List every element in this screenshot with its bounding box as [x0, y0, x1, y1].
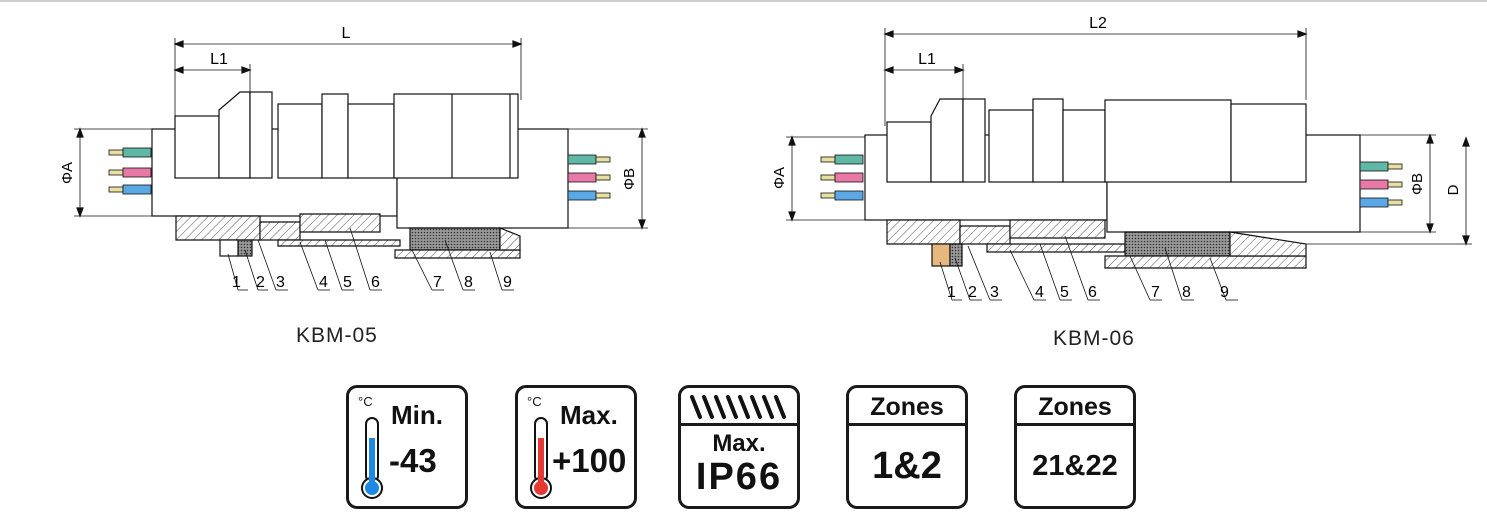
- kbm06-part-1: 1: [947, 284, 956, 301]
- kbm05-part-6: 6: [371, 274, 380, 291]
- thermometer-cold-icon: [361, 417, 383, 499]
- zones-1-2-label: Zones: [870, 393, 944, 421]
- kbm05-dim-dia-a: ΦA: [59, 162, 76, 184]
- kbm05-dim-dia-b: ΦB: [621, 168, 638, 190]
- kbm06-part-4: 4: [1035, 284, 1044, 301]
- zones-21-22-label: Zones: [1038, 393, 1112, 421]
- technical-drawing: L L1 ΦA ΦB 1 2 3 4 5 6 7 8 9: [59, 15, 1472, 301]
- kbm05-part-3: 3: [276, 274, 285, 291]
- zones-21-22-badge: Zones 21&22: [1014, 385, 1136, 509]
- kbm05-part-8: 8: [464, 274, 473, 291]
- kbm06-dim-l1: L1: [918, 51, 936, 68]
- kbm06-model-label: KBM-06: [1053, 327, 1135, 350]
- kbm05-wires-left: [108, 147, 152, 195]
- kbm06-dim-d: D: [1445, 184, 1462, 195]
- zones-1-2-badge: Zones 1&2: [846, 385, 968, 509]
- kbm05-drawing: [74, 38, 648, 291]
- kbm05-part-2: 2: [256, 274, 265, 291]
- zones-21-22-header: Zones: [1017, 388, 1133, 426]
- kbm05-dim-l: L: [342, 25, 351, 42]
- kbm06-part-9: 9: [1220, 284, 1229, 301]
- kbm05-part-numbers: 1 2 3 4 5 6 7 8 9: [232, 274, 512, 291]
- ip-rating-badge: Max. IP66: [678, 385, 800, 509]
- min-temp-unit: °C: [358, 394, 373, 409]
- kbm05-dim-l1: L1: [210, 51, 228, 68]
- kbm05-part-9: 9: [503, 274, 512, 291]
- ip-label: Max.: [712, 430, 766, 457]
- kbm05-wires-right: [567, 154, 611, 201]
- kbm05-part-1: 1: [232, 274, 241, 291]
- kbm05-part-4: 4: [319, 274, 328, 291]
- thermometer-hot-icon: [530, 417, 552, 499]
- max-temp-unit: °C: [527, 394, 542, 409]
- kbm06-drawing: [786, 28, 1472, 301]
- kbm06-part-6: 6: [1088, 284, 1097, 301]
- kbm06-part-7: 7: [1151, 284, 1160, 301]
- max-temp-badge: °C Max. +100: [515, 385, 637, 509]
- max-temp-label: Max.: [560, 400, 618, 430]
- min-temp-badge: °C Min. -43: [346, 385, 468, 509]
- kbm05-part-7: 7: [433, 274, 442, 291]
- kbm06-dim-dia-a: ΦA: [771, 167, 788, 189]
- min-temp-label: Min.: [391, 400, 443, 430]
- max-temp-value: +100: [552, 442, 627, 479]
- kbm06-wires-right: [1359, 161, 1403, 208]
- top-rule: [0, 0, 1487, 2]
- kbm06-part-5: 5: [1060, 284, 1069, 301]
- kbm06-part-2: 2: [968, 284, 977, 301]
- zones-1-2-value: 1&2: [872, 445, 942, 487]
- kbm06-wires-left: [820, 154, 864, 201]
- zones-1-2-header: Zones: [849, 388, 965, 426]
- kbm06-part-3: 3: [990, 284, 999, 301]
- kbm06-part-8: 8: [1182, 284, 1191, 301]
- kbm05-model-label: KBM-05: [296, 324, 378, 347]
- ip-header: [681, 388, 797, 426]
- kbm06-dim-l2: L2: [1089, 15, 1107, 32]
- kbm06-dim-dia-b: ΦB: [1409, 173, 1426, 195]
- zones-21-22-value: 21&22: [1032, 450, 1118, 482]
- min-temp-value: -43: [389, 442, 437, 479]
- kbm05-part-5: 5: [343, 274, 352, 291]
- ip-value: IP66: [695, 456, 783, 498]
- water-spray-icon: [690, 395, 786, 419]
- kbm06-part-numbers: 1 2 3 4 5 6 7 8 9: [947, 284, 1229, 301]
